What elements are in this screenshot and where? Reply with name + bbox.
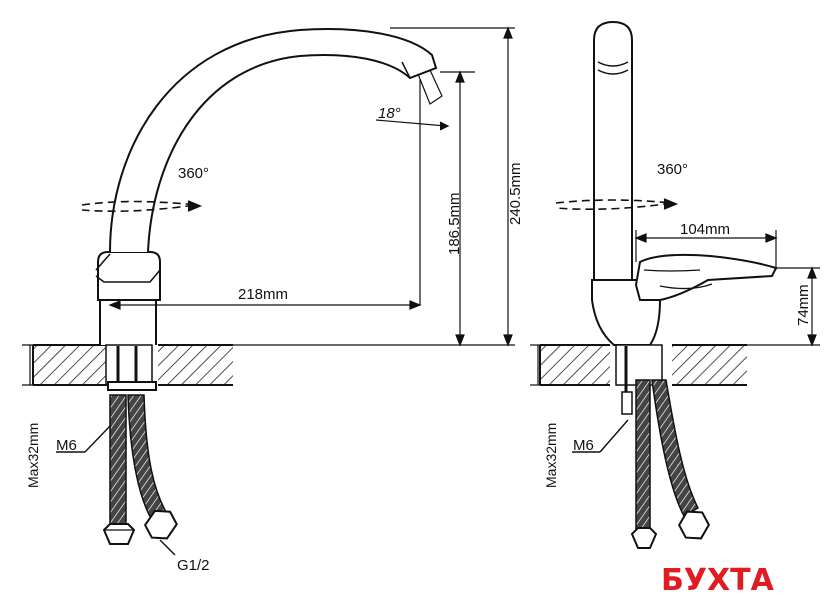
front-handle-length-label: 104mm [680, 221, 730, 238]
front-handle [634, 253, 778, 301]
front-view [530, 20, 820, 549]
front-max-thickness-label: Max32mm [543, 423, 559, 488]
side-faucet-body [99, 299, 157, 345]
front-countertop [540, 345, 610, 385]
side-countertop [33, 345, 108, 385]
side-total-height-label: 240.5mm [507, 162, 524, 225]
dim-total-height [390, 26, 515, 347]
front-hose-right [651, 379, 699, 518]
front-hose-nut-right [677, 510, 711, 540]
front-spout [593, 20, 633, 281]
dim-reach [108, 80, 422, 310]
side-hose-right [127, 394, 168, 522]
front-hose-left [635, 379, 651, 531]
dim-max-thickness [22, 344, 40, 386]
side-stud-label: M6 [56, 437, 77, 454]
front-handle-height-label: 74mm [795, 284, 812, 326]
side-rotation-arrow [81, 200, 203, 213]
side-view [22, 26, 515, 556]
side-hose-nut-right [143, 509, 178, 540]
front-dim-max-thickness [530, 344, 546, 386]
side-spout-height-label: 186.5mm [446, 192, 463, 255]
side-spout [109, 28, 438, 253]
dim-spout-angle [375, 119, 450, 131]
side-hose-thread-label: G1/2 [177, 557, 210, 574]
front-stud-label: M6 [573, 437, 594, 454]
side-rotation-label: 360° [178, 165, 209, 182]
dim-handle-length [634, 230, 778, 270]
front-rotation-arrow [555, 198, 679, 211]
front-rotation-label: 360° [657, 161, 688, 178]
dim-spout-height [233, 70, 515, 347]
side-max-thickness-label: Max32mm [25, 423, 41, 488]
side-reach-label: 218mm [238, 286, 288, 303]
side-hose-nut-left [102, 523, 136, 545]
dim-handle-height [690, 266, 820, 347]
front-hose-nut-left [630, 527, 658, 549]
side-hose-left [109, 394, 127, 529]
brand-logo: БУХТА [661, 563, 775, 598]
side-spout-angle-label: 18° [378, 105, 401, 122]
